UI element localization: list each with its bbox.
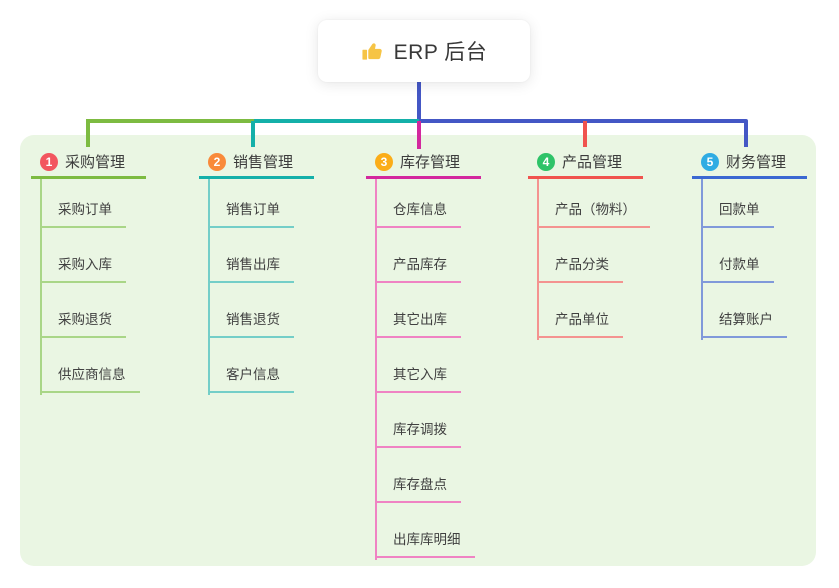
branch-title: 库存管理 xyxy=(400,154,461,171)
mindmap-node: 其它出库 xyxy=(375,283,475,338)
node-label: 产品分类 xyxy=(537,253,623,283)
branch-header: 5 财务管理 xyxy=(692,147,807,179)
node-label: 付款单 xyxy=(701,253,774,283)
mindmap-node: 客户信息 xyxy=(208,338,294,393)
mindmap-node: 销售退货 xyxy=(208,283,294,338)
branch-purchase: 1 采购管理 采购订单 采购入库 采购退货 供应商信息 xyxy=(31,147,146,395)
mindmap-node: 出库库明细 xyxy=(375,503,475,558)
node-label: 销售出库 xyxy=(208,253,294,283)
branch-child-connector xyxy=(208,179,210,395)
branch-items: 回款单 付款单 结算账户 xyxy=(701,173,787,338)
branch-finance: 5 财务管理 回款单 付款单 结算账户 xyxy=(692,147,807,340)
node-label: 产品单位 xyxy=(537,308,623,338)
mindmap-node: 产品分类 xyxy=(537,228,650,283)
branch-header: 2 销售管理 xyxy=(199,147,314,179)
branch-number-badge: 1 xyxy=(40,152,58,171)
branch-title: 采购管理 xyxy=(65,154,126,171)
mindmap-node: 库存盘点 xyxy=(375,448,475,503)
mindmap-node: 库存调拨 xyxy=(375,393,475,448)
node-label: 产品库存 xyxy=(375,253,461,283)
branch-title: 财务管理 xyxy=(726,154,787,171)
node-label: 其它入库 xyxy=(375,363,461,393)
mindmap-node: 其它入库 xyxy=(375,338,475,393)
mindmap-node: 结算账户 xyxy=(701,283,787,338)
thumbs-up-icon xyxy=(362,42,382,60)
mindmap-node: 采购退货 xyxy=(40,283,140,338)
mindmap-node: 采购入库 xyxy=(40,228,140,283)
branch-header: 1 采购管理 xyxy=(31,147,146,179)
branch-number-badge: 2 xyxy=(208,152,226,171)
mindmap-node: 产品库存 xyxy=(375,228,475,283)
mindmap-node: 销售订单 xyxy=(208,173,294,228)
node-label: 采购订单 xyxy=(40,198,126,228)
node-label: 采购退货 xyxy=(40,308,126,338)
node-label: 销售订单 xyxy=(208,198,294,228)
branch-number-badge: 5 xyxy=(701,152,719,171)
branch-child-connector xyxy=(40,179,42,395)
connector-root-drop xyxy=(417,80,421,121)
connector-drop-product xyxy=(583,121,587,147)
mindmap-node: 采购订单 xyxy=(40,173,140,228)
mindmap-node: 销售出库 xyxy=(208,228,294,283)
node-label: 其它出库 xyxy=(375,308,461,338)
connector-horizontal-middle xyxy=(254,119,419,123)
node-label: 客户信息 xyxy=(208,363,294,393)
root-title: ERP 后台 xyxy=(393,41,488,64)
node-label: 库存盘点 xyxy=(375,473,461,503)
branch-items: 仓库信息 产品库存 其它出库 其它入库 库存调拨 库存盘点 出库库明细 xyxy=(375,173,475,558)
node-label: 采购入库 xyxy=(40,253,126,283)
connector-drop-sales xyxy=(251,121,255,147)
node-label: 结算账户 xyxy=(701,308,787,338)
connector-drop-finance xyxy=(744,121,748,147)
root-node: ERP 后台 xyxy=(318,20,530,82)
branch-inventory: 3 库存管理 仓库信息 产品库存 其它出库 其它入库 库存调拨 库存盘点 出库库… xyxy=(366,147,481,560)
branch-title: 销售管理 xyxy=(233,154,294,171)
branch-child-connector xyxy=(375,179,377,560)
node-label: 销售退货 xyxy=(208,308,294,338)
node-label: 产品（物料） xyxy=(537,198,650,228)
node-label: 供应商信息 xyxy=(40,363,140,393)
mindmap-node: 产品单位 xyxy=(537,283,650,338)
branch-title: 产品管理 xyxy=(562,154,623,171)
branch-header: 3 库存管理 xyxy=(366,147,481,179)
connector-horizontal-left xyxy=(86,119,254,123)
branch-child-connector xyxy=(537,179,539,340)
connector-drop-inventory xyxy=(417,121,421,149)
branch-product: 4 产品管理 产品（物料） 产品分类 产品单位 xyxy=(528,147,650,340)
mindmap-node: 供应商信息 xyxy=(40,338,140,393)
mindmap-node: 仓库信息 xyxy=(375,173,475,228)
branch-items: 销售订单 销售出库 销售退货 客户信息 xyxy=(208,173,294,393)
branch-items: 产品（物料） 产品分类 产品单位 xyxy=(537,173,650,338)
branch-number-badge: 3 xyxy=(375,152,393,171)
node-label: 回款单 xyxy=(701,198,774,228)
branch-child-connector xyxy=(701,179,703,340)
mindmap-node: 回款单 xyxy=(701,173,787,228)
mindmap-node: 产品（物料） xyxy=(537,173,650,228)
node-label: 库存调拨 xyxy=(375,418,461,448)
branch-items: 采购订单 采购入库 采购退货 供应商信息 xyxy=(40,173,140,393)
node-label: 仓库信息 xyxy=(375,198,461,228)
node-label: 出库库明细 xyxy=(375,528,475,558)
branch-header: 4 产品管理 xyxy=(528,147,643,179)
branch-number-badge: 4 xyxy=(537,152,555,171)
mindmap-panel xyxy=(20,135,816,566)
mindmap-node: 付款单 xyxy=(701,228,787,283)
branch-sales: 2 销售管理 销售订单 销售出库 销售退货 客户信息 xyxy=(199,147,314,395)
connector-drop-purchase xyxy=(86,121,90,147)
